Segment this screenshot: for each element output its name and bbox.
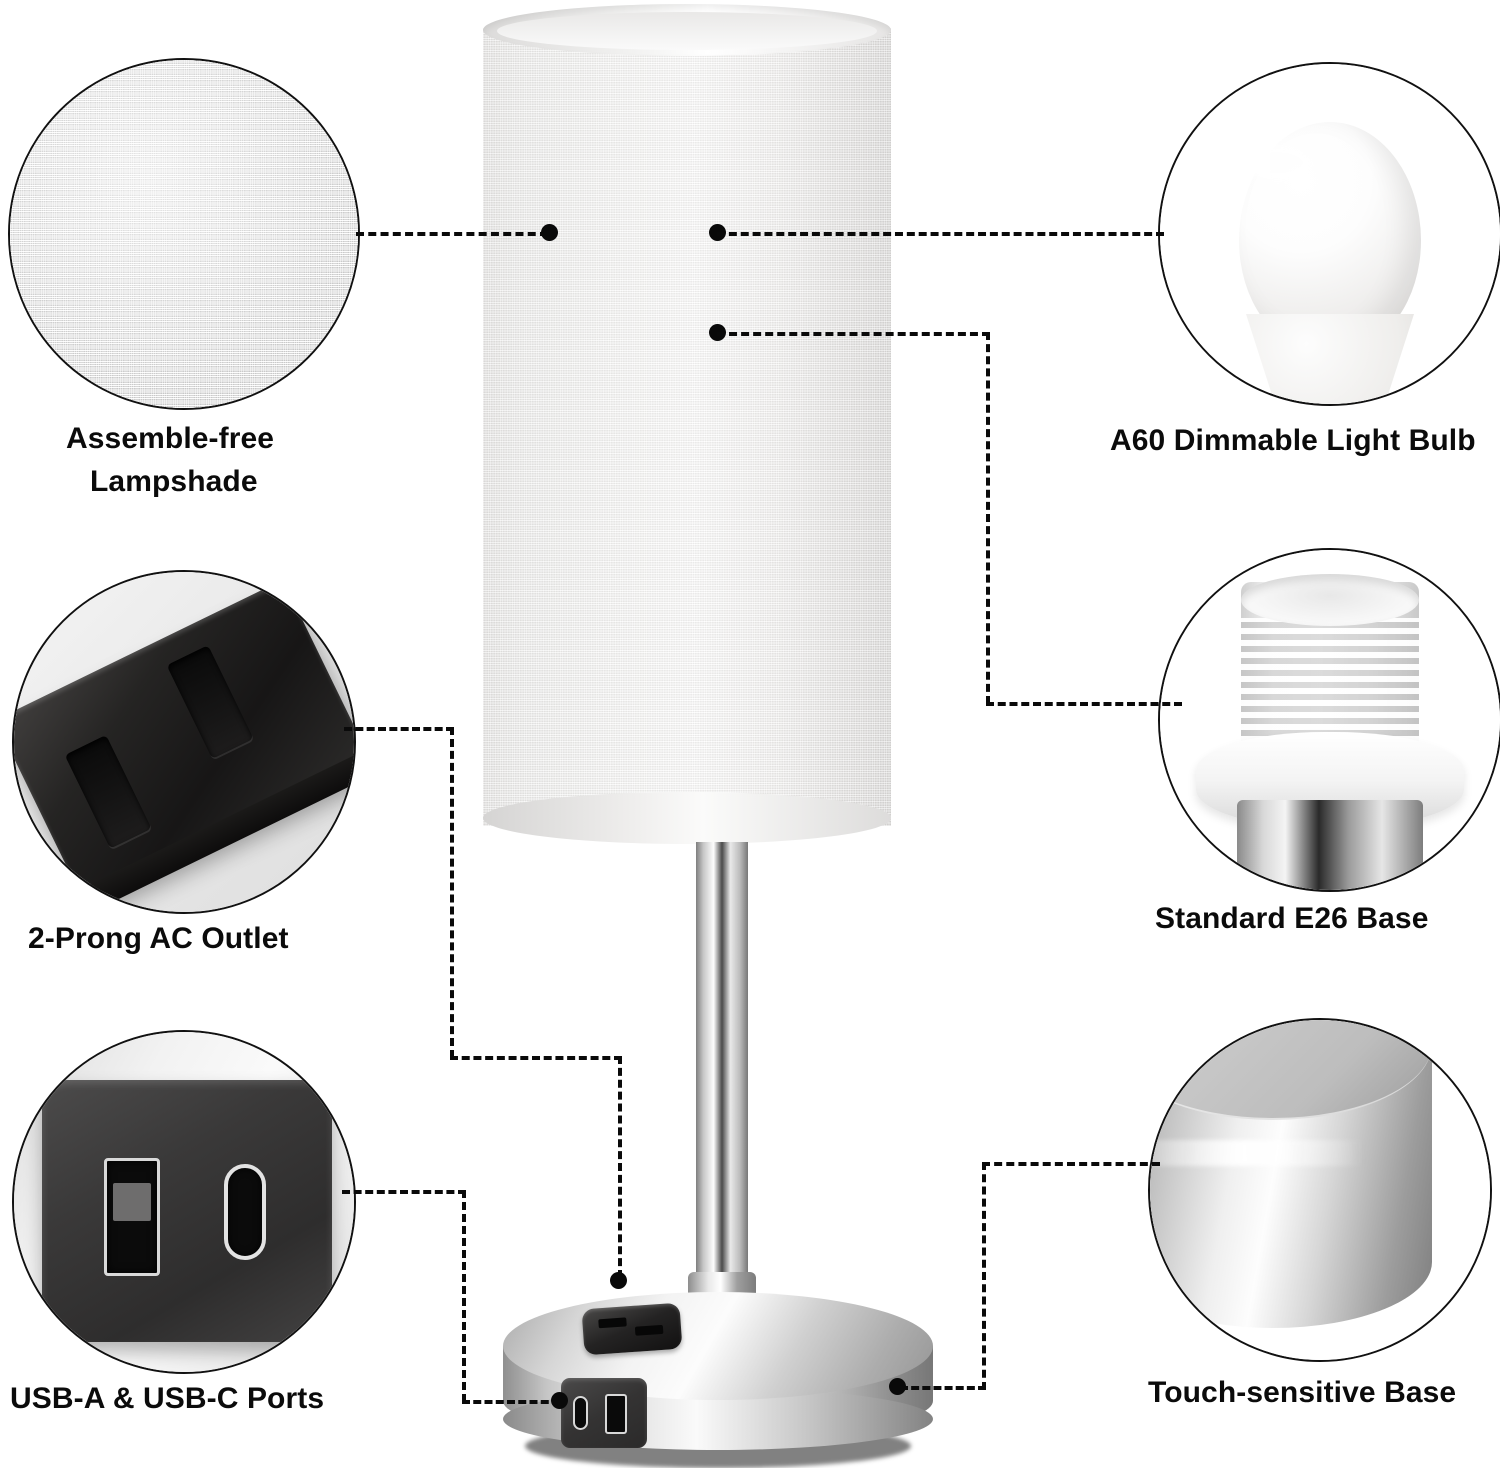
leader-line-touch-v1 [982, 1162, 986, 1390]
callout-image-e26-base [1158, 548, 1500, 892]
usb-c-slot-icon [224, 1164, 266, 1260]
leader-line-light-bulb [717, 232, 1164, 236]
lamp-base [503, 1292, 933, 1468]
leader-line-usb-h2 [462, 1400, 560, 1404]
leader-dot-touch-base [889, 1378, 906, 1395]
fabric-swatch-icon [10, 60, 358, 408]
callout-image-usb-ports [12, 1030, 356, 1374]
usb-ports-icon [14, 1032, 354, 1372]
lamp-stem [696, 842, 748, 1294]
lamp-shade [483, 4, 891, 844]
lamp-shade-bottom-rim [483, 792, 891, 844]
leader-line-e26-h1 [717, 332, 990, 336]
light-bulb-icon [1160, 64, 1500, 404]
leader-line-ac-outlet-v2 [618, 1056, 622, 1278]
leader-line-lampshade [356, 232, 548, 236]
ac-outlet-icon [14, 572, 354, 912]
leader-line-ac-outlet-v1 [450, 727, 454, 1058]
leader-line-e26-h2 [986, 702, 1182, 706]
callout-image-lampshade [8, 58, 360, 410]
lamp-base-usb-ports-icon [561, 1378, 647, 1448]
callout-label-light-bulb: A60 Dimmable Light Bulb [1110, 424, 1476, 457]
callout-label-e26-base: Standard E26 Base [1155, 902, 1429, 935]
leader-dot-usb [551, 1392, 568, 1409]
leader-line-ac-outlet-h2 [450, 1056, 622, 1060]
leader-line-usb-v1 [462, 1190, 466, 1402]
leader-dot-ac-outlet [610, 1272, 627, 1289]
leader-line-ac-outlet-h1 [344, 727, 454, 731]
usb-a-slot-icon [104, 1158, 160, 1276]
callout-label-lampshade-line2: Lampshade [90, 464, 258, 498]
callout-image-touch-base [1148, 1018, 1492, 1362]
lamp-socket-icon [1160, 550, 1500, 890]
lamp-base-ac-outlet-icon [581, 1302, 683, 1356]
lamp-shade-top-rim [483, 4, 891, 56]
callout-image-ac-outlet [12, 570, 356, 914]
callout-label-lampshade: Assemble-free Lampshade [66, 418, 396, 503]
usb-a-port-icon [605, 1394, 627, 1434]
usb-c-port-icon [573, 1396, 588, 1430]
leader-line-usb-h1 [342, 1190, 466, 1194]
leader-dot-lampshade [541, 224, 558, 241]
chrome-base-icon [1150, 1020, 1490, 1360]
leader-line-touch-h1 [900, 1386, 986, 1390]
callout-image-light-bulb [1158, 62, 1500, 406]
lamp-shade-body [483, 28, 891, 826]
leader-line-touch-h2 [982, 1162, 1160, 1166]
lamp-shade-inner-rim [497, 12, 877, 50]
callout-label-usb-ports: USB-A & USB-C Ports [10, 1382, 325, 1415]
callout-label-lampshade-line1: Assemble-free [66, 422, 275, 455]
callout-label-touch-base: Touch-sensitive Base [1148, 1376, 1457, 1409]
callout-label-ac-outlet: 2-Prong AC Outlet [28, 922, 289, 955]
leader-line-e26-v1 [986, 332, 990, 704]
